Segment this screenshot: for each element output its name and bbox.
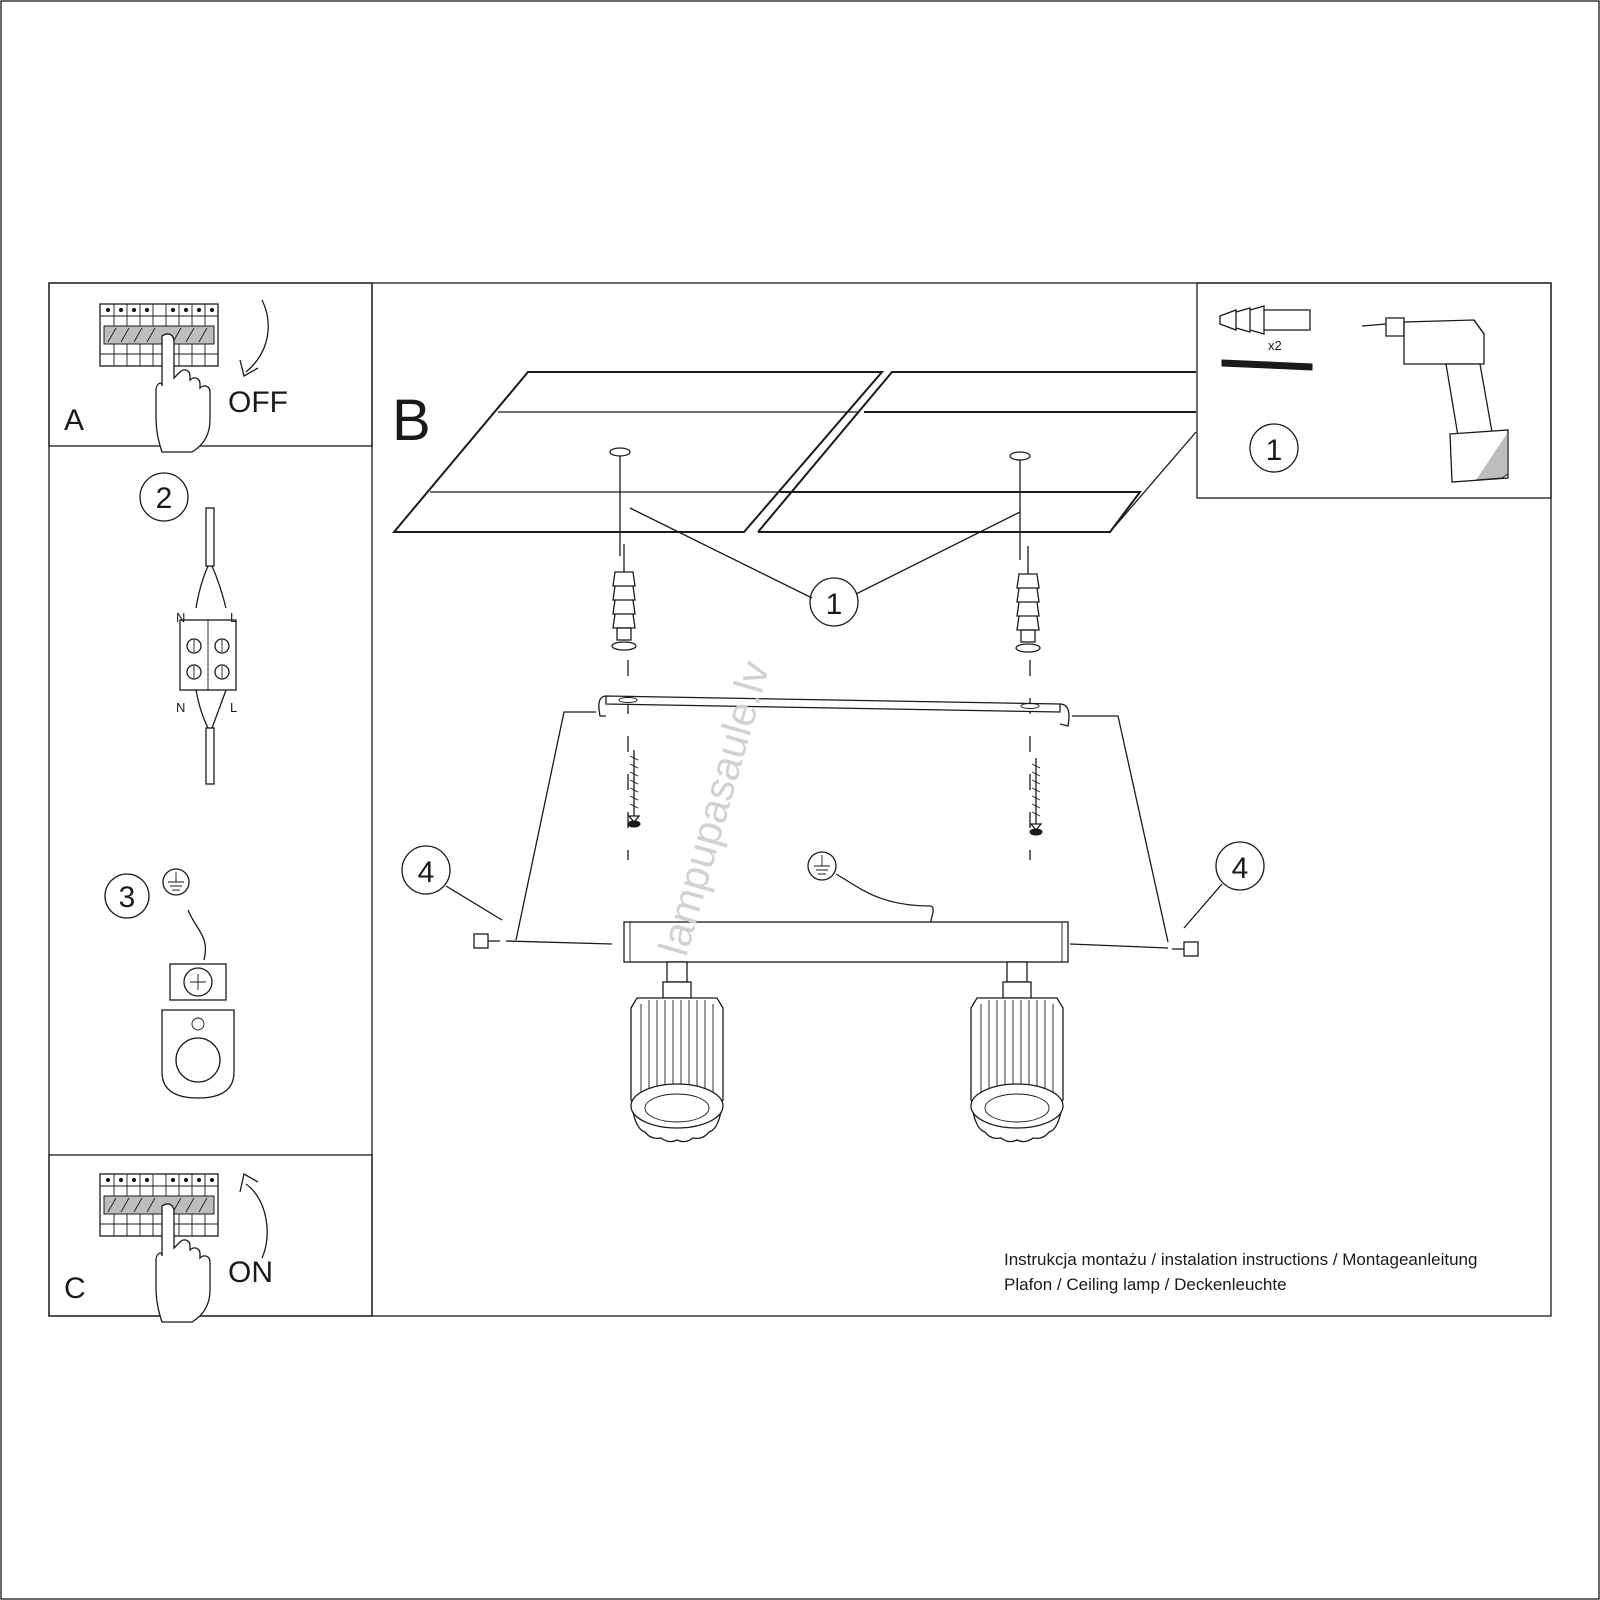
bottom-live-label: L [230,700,237,715]
wiring-diagram: 2 N L N L [139,472,237,785]
step-2-number: 2 [156,482,173,515]
switch-off-arrow-icon [245,299,269,373]
ground-symbol-fixture-icon [807,851,837,881]
panel-b-letter: B [392,388,431,453]
step-4-marker-left [401,845,451,895]
panel-a: A OFF [48,282,373,453]
panel-c-action: ON [228,1256,273,1289]
step-1-number-inset: 1 [1266,434,1283,467]
hardware-panel: x2 1 [1196,282,1552,499]
step-4-number-right: 4 [1232,852,1249,885]
ground-connection: 3 [104,868,235,1099]
panel-a-letter: A [64,404,84,437]
product-type: Plafon / Ceiling lamp / Deckenleuchte [1004,1275,1287,1294]
panel-c-letter: C [64,1272,86,1305]
ceiling [391,371,1197,533]
screw-right [1029,757,1043,836]
side-screw-left [473,933,613,949]
top-live-label: L [230,610,237,625]
side-screw-right [1069,941,1199,957]
spotlight-right [970,961,1064,1143]
mounting-bracket [598,695,1070,727]
wall-anchor-left [611,543,637,651]
hardware-quantity: x2 [1268,338,1282,353]
screw-icon [1221,359,1313,371]
spotlight-left [630,961,724,1143]
step-3-number: 3 [119,881,136,914]
bottom-neutral-label: N [176,700,185,715]
switch-on-arrow-icon [245,1183,268,1259]
fixture-body [623,921,1069,963]
top-neutral-label: N [176,610,185,625]
panel-a-action: OFF [228,386,288,419]
screw-left [627,749,641,828]
wall-anchor-right [1015,545,1041,653]
step-1-marker-inset [1249,423,1299,473]
diagram-frame [48,282,1552,1317]
step-1-number: 1 [826,588,843,621]
anchor-plug-icon [1219,305,1311,335]
step-3-marker [104,873,150,919]
panel-c: C ON [48,1154,373,1323]
step-2-marker [139,472,189,522]
instructions-title: Instrukcja montażu / instalation instruc… [1004,1250,1477,1269]
ground-symbol-icon [162,868,190,896]
step-4-number-left: 4 [418,856,435,889]
step-4-marker-right [1215,841,1265,891]
drill-icon [1361,317,1509,483]
step-1-marker [809,577,859,627]
